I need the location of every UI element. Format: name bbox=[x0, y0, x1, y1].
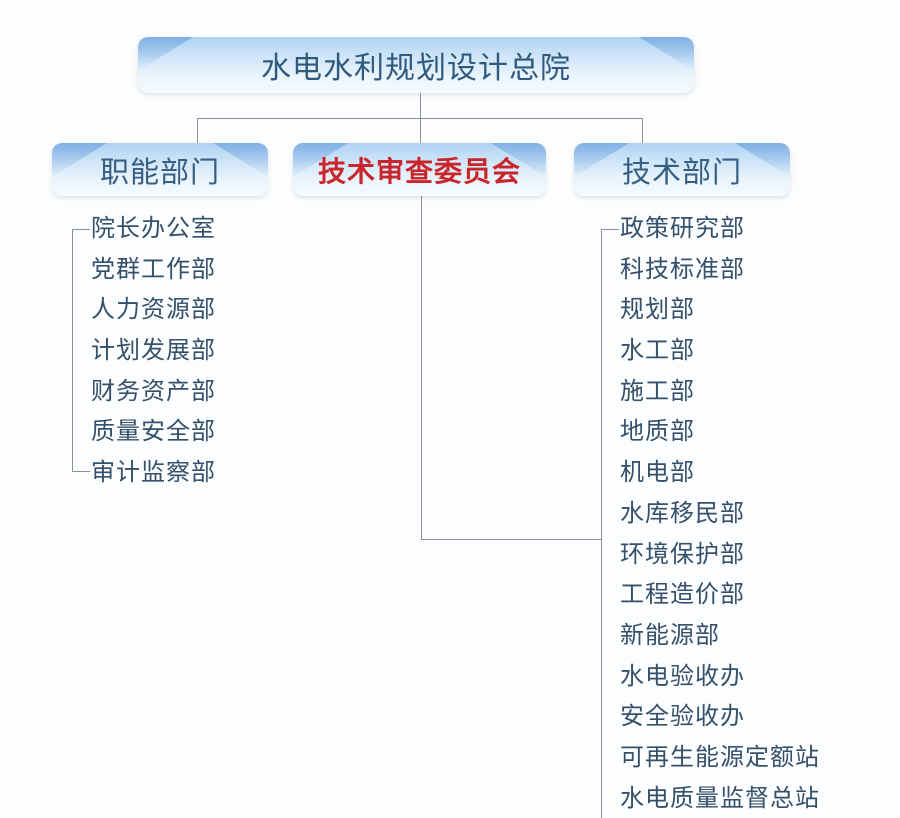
list-item: 环境保护部 bbox=[620, 539, 745, 568]
list-item: 水工部 bbox=[620, 336, 695, 365]
committee-connector-horizontal bbox=[421, 539, 602, 540]
list-item: 水库移民部 bbox=[620, 498, 745, 527]
root-node-box: 水电水利规划设计总院 bbox=[138, 37, 694, 93]
committee-connector-vertical bbox=[421, 196, 422, 539]
functional-bracket-bottom bbox=[72, 471, 90, 472]
list-item: 水电质量监督总站 bbox=[620, 783, 820, 812]
list-item: 工程造价部 bbox=[620, 580, 745, 609]
functional-bracket-top bbox=[72, 229, 90, 230]
technical-departments-label: 技术部门 bbox=[621, 154, 742, 189]
list-item: 党群工作部 bbox=[91, 254, 216, 283]
functional-departments-list: 院长办公室 党群工作部 人力资源部 计划发展部 财务资产部 质量安全部 审计监察… bbox=[91, 208, 216, 493]
list-item: 施工部 bbox=[620, 376, 695, 405]
list-item: 水电验收办 bbox=[620, 661, 745, 690]
root-node-label: 水电水利规划设计总院 bbox=[261, 51, 571, 86]
technical-departments-box: 技术部门 bbox=[574, 143, 790, 196]
list-item: 科技标准部 bbox=[620, 254, 745, 283]
list-item: 政策研究部 bbox=[620, 214, 745, 242]
list-item: 计划发展部 bbox=[91, 336, 216, 365]
technical-review-committee-box: 技术审查委员会 bbox=[293, 143, 546, 196]
list-item: 财务资产部 bbox=[91, 376, 216, 405]
list-item: 院长办公室 bbox=[91, 214, 216, 242]
functional-departments-box: 职能部门 bbox=[52, 143, 268, 196]
technical-departments-list: 政策研究部 科技标准部 规划部 水工部 施工部 地质部 机电部 水库移民部 环境… bbox=[620, 208, 820, 818]
technical-bracket-top bbox=[601, 229, 619, 230]
functional-departments-label: 职能部门 bbox=[99, 154, 220, 189]
technical-bracket-vertical bbox=[601, 229, 602, 818]
list-item: 安全验收办 bbox=[620, 702, 745, 731]
functional-bracket-vertical bbox=[72, 229, 73, 471]
connector-to-functional bbox=[197, 118, 198, 143]
list-item: 人力资源部 bbox=[91, 295, 216, 324]
list-item: 新能源部 bbox=[620, 620, 720, 649]
list-item: 规划部 bbox=[620, 295, 695, 324]
technical-review-committee-label: 技术审查委员会 bbox=[317, 154, 521, 188]
list-item: 机电部 bbox=[620, 458, 695, 487]
list-item: 质量安全部 bbox=[91, 417, 216, 446]
list-item: 审计监察部 bbox=[91, 458, 216, 487]
connector-horizontal-top bbox=[197, 118, 642, 119]
list-item: 地质部 bbox=[620, 417, 695, 446]
list-item: 可再生能源定额站 bbox=[620, 742, 820, 771]
connector-to-technical bbox=[642, 118, 643, 143]
